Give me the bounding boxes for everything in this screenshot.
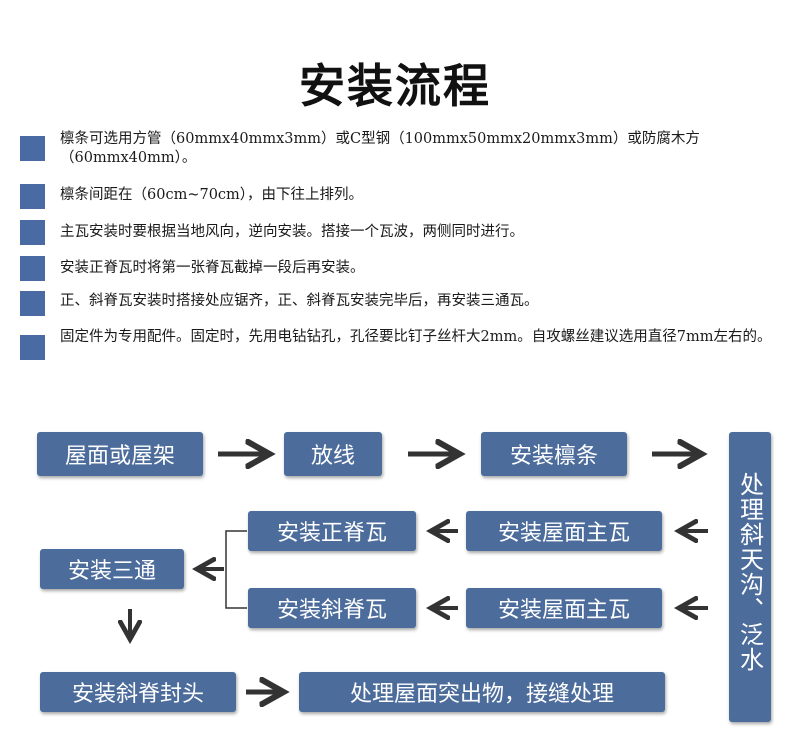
step-ridge-tile-box: 安装正脊瓦	[248, 511, 416, 551]
step-line-box: 放线	[284, 432, 382, 476]
step-hip-tile-box: 安装斜脊瓦	[248, 588, 416, 628]
step-final-box: 处理屋面突出物，接缝处理	[299, 672, 665, 712]
note-text: 檩条间距在（60cm~70cm），由下往上排列。	[60, 187, 364, 203]
step-tee-box: 安装三通	[40, 549, 184, 589]
step-purlin-box: 安装檩条	[481, 432, 627, 476]
step-hip-cap-box: 安装斜脊封头	[40, 672, 236, 712]
bullet-square	[20, 184, 45, 209]
note-text: 正、斜脊瓦安装时搭接处应锯齐，正、斜脊瓦安装完毕后，再安装三通瓦。	[60, 293, 539, 309]
bullet-square	[20, 256, 45, 281]
note-text: 主瓦安装时要根据当地风向，逆向安装。搭接一个瓦波，两侧同时进行。	[60, 224, 524, 240]
bullet-square	[20, 291, 45, 316]
note-text: 固定件为专用配件。固定时，先用电钻钻孔，孔径要比钉子丝杆大2mm。自攻螺丝建议选…	[60, 329, 772, 345]
step-main-tile-box: 安装屋面主瓦	[466, 588, 662, 628]
step-main-tile-box: 安装屋面主瓦	[466, 511, 662, 551]
step-roof-box: 屋面或屋架	[37, 432, 203, 476]
side-process-label: 处理斜天沟、泛水	[735, 472, 764, 672]
bullet-square	[20, 136, 45, 161]
page-title: 安装流程	[299, 59, 491, 113]
note-text: 安装正脊瓦时将第一张脊瓦截掉一段后再安装。	[60, 260, 365, 276]
bullet-square	[20, 335, 45, 360]
connector-bracket	[225, 530, 247, 609]
note-text: 檩条可选用方管（60mmx40mmx3mm）或C型钢（100mmx50mmx20…	[60, 131, 700, 166]
bullet-square	[20, 220, 45, 245]
side-process-box: 处理斜天沟、泛水	[729, 432, 771, 722]
